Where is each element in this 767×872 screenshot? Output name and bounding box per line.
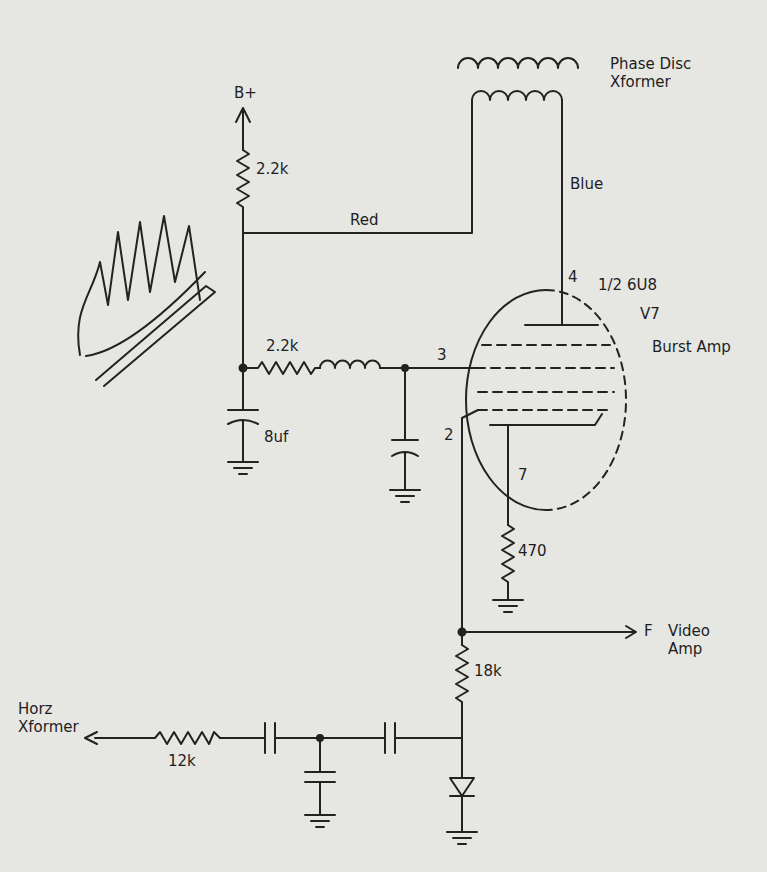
label-text: 2.2k xyxy=(266,337,299,355)
label-text: 18k xyxy=(474,662,502,680)
label-text: Phase Disc Xformer xyxy=(610,55,720,91)
scribble xyxy=(86,272,215,386)
label-text: F xyxy=(644,622,653,640)
resistor-symbol xyxy=(237,150,249,210)
ground-symbol xyxy=(390,490,420,502)
capacitor-symbol xyxy=(305,738,335,815)
inductor-symbol xyxy=(320,361,380,368)
tube-anode xyxy=(525,324,598,326)
capacitor-symbol xyxy=(392,368,418,490)
label-text: Horz Xformer xyxy=(18,700,98,736)
resistor-symbol xyxy=(243,362,320,374)
wire xyxy=(462,410,478,645)
label-text: V7 xyxy=(640,305,660,323)
label-text: Blue xyxy=(570,175,603,193)
label-text: B+ xyxy=(234,84,257,102)
label-text: 1/2 6U8 xyxy=(598,276,657,294)
tube-envelope xyxy=(546,290,626,510)
label-text: 7 xyxy=(518,466,528,484)
capacitor-symbol xyxy=(228,410,258,462)
label-text: 12k xyxy=(168,752,196,770)
label-text: 4 xyxy=(568,268,578,286)
transformer-primary xyxy=(472,91,562,100)
wire xyxy=(220,723,462,753)
label-text: Red xyxy=(350,211,379,229)
label-text: 3 xyxy=(437,346,447,364)
wire xyxy=(507,425,509,525)
wire xyxy=(85,732,97,744)
resistor-symbol xyxy=(502,525,514,600)
ground-symbol xyxy=(228,462,258,474)
transformer-secondary xyxy=(458,58,578,68)
tube-envelope xyxy=(466,290,546,510)
label-text: 2.2k xyxy=(256,160,289,178)
label-text: Burst Amp xyxy=(652,338,731,356)
wire xyxy=(236,108,250,150)
resistor-symbol xyxy=(95,732,220,744)
label-text: 470 xyxy=(518,542,547,560)
label-text: 2 xyxy=(444,426,454,444)
label-text: Video Amp xyxy=(668,622,748,658)
wire xyxy=(243,100,472,410)
ground-symbol xyxy=(305,815,335,827)
resistor-symbol xyxy=(456,645,468,778)
diode-symbol xyxy=(450,778,474,832)
ground-symbol xyxy=(447,832,477,844)
ground-symbol xyxy=(493,600,523,612)
tube-cathode xyxy=(490,414,602,425)
wire xyxy=(462,626,636,638)
scribble xyxy=(78,216,200,355)
wire xyxy=(380,367,476,369)
label-text: 8uf xyxy=(264,428,288,446)
tube-grid xyxy=(476,345,614,410)
